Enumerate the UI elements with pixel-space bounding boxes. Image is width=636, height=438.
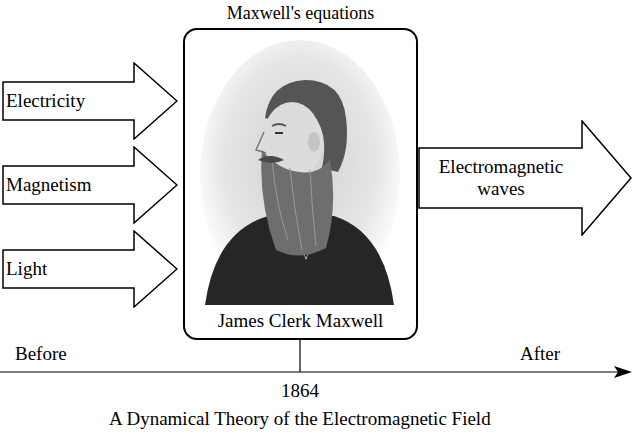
block-arrow: Electromagnetic waves: [418, 120, 632, 236]
arrow-label: Electromagnetic waves: [424, 156, 578, 200]
block-arrow: Electricity: [2, 62, 178, 140]
year-label: 1864: [281, 380, 319, 402]
arrow-outline: [418, 120, 632, 236]
arrow-label: Magnetism: [6, 174, 92, 196]
portrait-name: James Clerk Maxwell: [185, 310, 416, 332]
arrow-body: Light: [6, 250, 132, 288]
timeline-label: After: [520, 343, 560, 365]
arrow-body: Electromagnetic waves: [422, 148, 580, 208]
caption: A Dynamical Theory of the Electromagneti…: [109, 408, 491, 430]
arrow-body: Electricity: [6, 82, 132, 120]
arrow-body: Magnetism: [6, 166, 132, 204]
block-arrow: Magnetism: [2, 146, 178, 224]
timeline-label: Before: [15, 343, 67, 365]
box-heading: Maxwell's equations: [185, 3, 416, 24]
arrow-label: Light: [6, 258, 47, 280]
arrow-label: Electricity: [6, 90, 85, 112]
block-arrow: Light: [2, 230, 178, 308]
portrait-frame: Maxwell's equationsJames Clerk Maxwell: [183, 28, 418, 340]
